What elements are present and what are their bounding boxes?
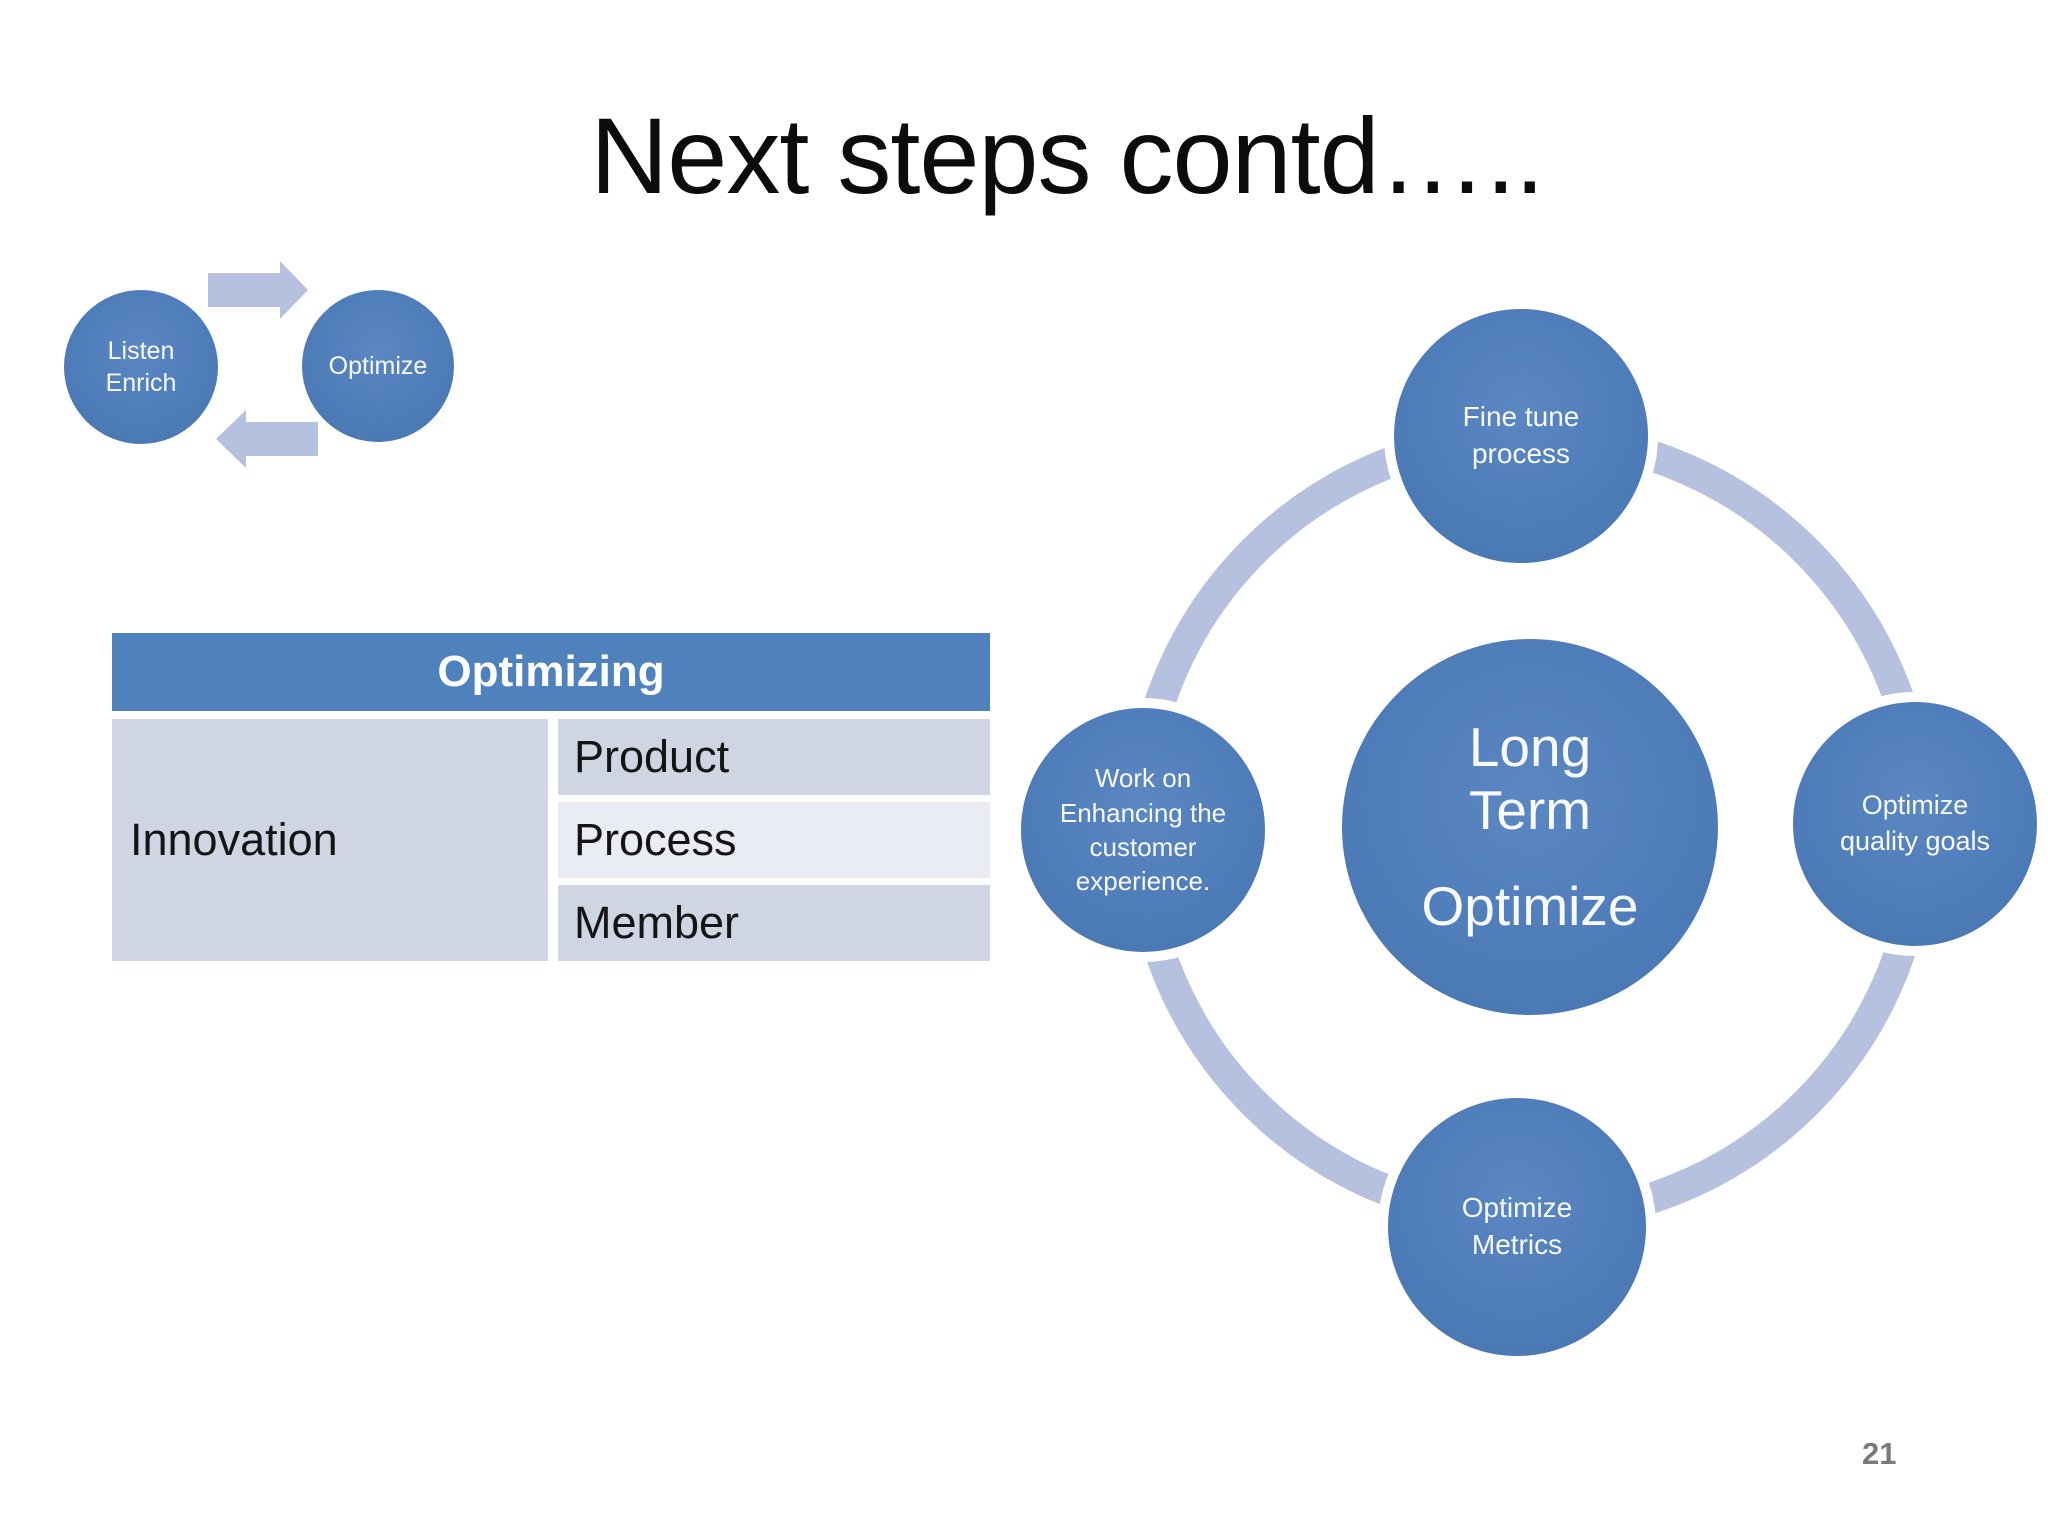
page-number: 21 [1862,1436,1897,1471]
table-cell-product-text: Product [574,731,730,782]
table-header-label: Optimizing [437,647,665,696]
cycle-circle-listen-enrich-label: Listen Enrich [105,336,177,398]
satellite-customer-experience-label: Work on Enhancing the customer experienc… [1059,763,1227,897]
table-row-label: Innovation [112,719,548,961]
center-circle-long-term-optimize: Long Term Optimize [1342,639,1718,1015]
table-row-label-text: Innovation [130,814,338,865]
table-body: Innovation Product Process Member [112,719,990,961]
satellite-optimize-metrics-label: Optimize Metrics [1461,1192,1573,1260]
satellite-fine-tune-process-label: Fine tune process [1462,401,1580,469]
satellite-circle-optimize-quality-goals: Optimize quality goals [1783,692,2047,956]
cycle-circle-optimize-label: Optimize [328,351,428,380]
arrow-left-shape [216,410,318,468]
table-cell-process-text: Process [574,814,737,865]
satellite-optimize-quality-goals-label: Optimize quality goals [1839,790,1991,856]
slide-title: Next steps contd….. [590,95,1544,216]
cycle-circle-listen-enrich: Listen Enrich [64,290,218,444]
arrow-right-shape [208,261,308,319]
table-cell-process: Process [558,802,990,878]
arrow-right-icon [208,261,308,319]
table-cell-member-text: Member [574,897,740,948]
arrow-left-icon [216,410,318,468]
satellite-circle-customer-experience: Work on Enhancing the customer experienc… [1011,698,1275,962]
cycle-circle-optimize: Optimize [302,290,454,442]
table-cell-product: Product [558,719,990,795]
satellite-circle-optimize-metrics: Optimize Metrics [1378,1088,1656,1366]
table-header: Optimizing [112,633,990,711]
optimizing-table: Optimizing Innovation Product Process Me… [112,633,990,961]
center-circle-title: Long Term [1468,715,1592,841]
center-circle-subtitle: Optimize [1421,875,1639,938]
table-cell-member: Member [558,885,990,961]
satellite-circle-fine-tune-process: Fine tune process [1384,299,1658,573]
